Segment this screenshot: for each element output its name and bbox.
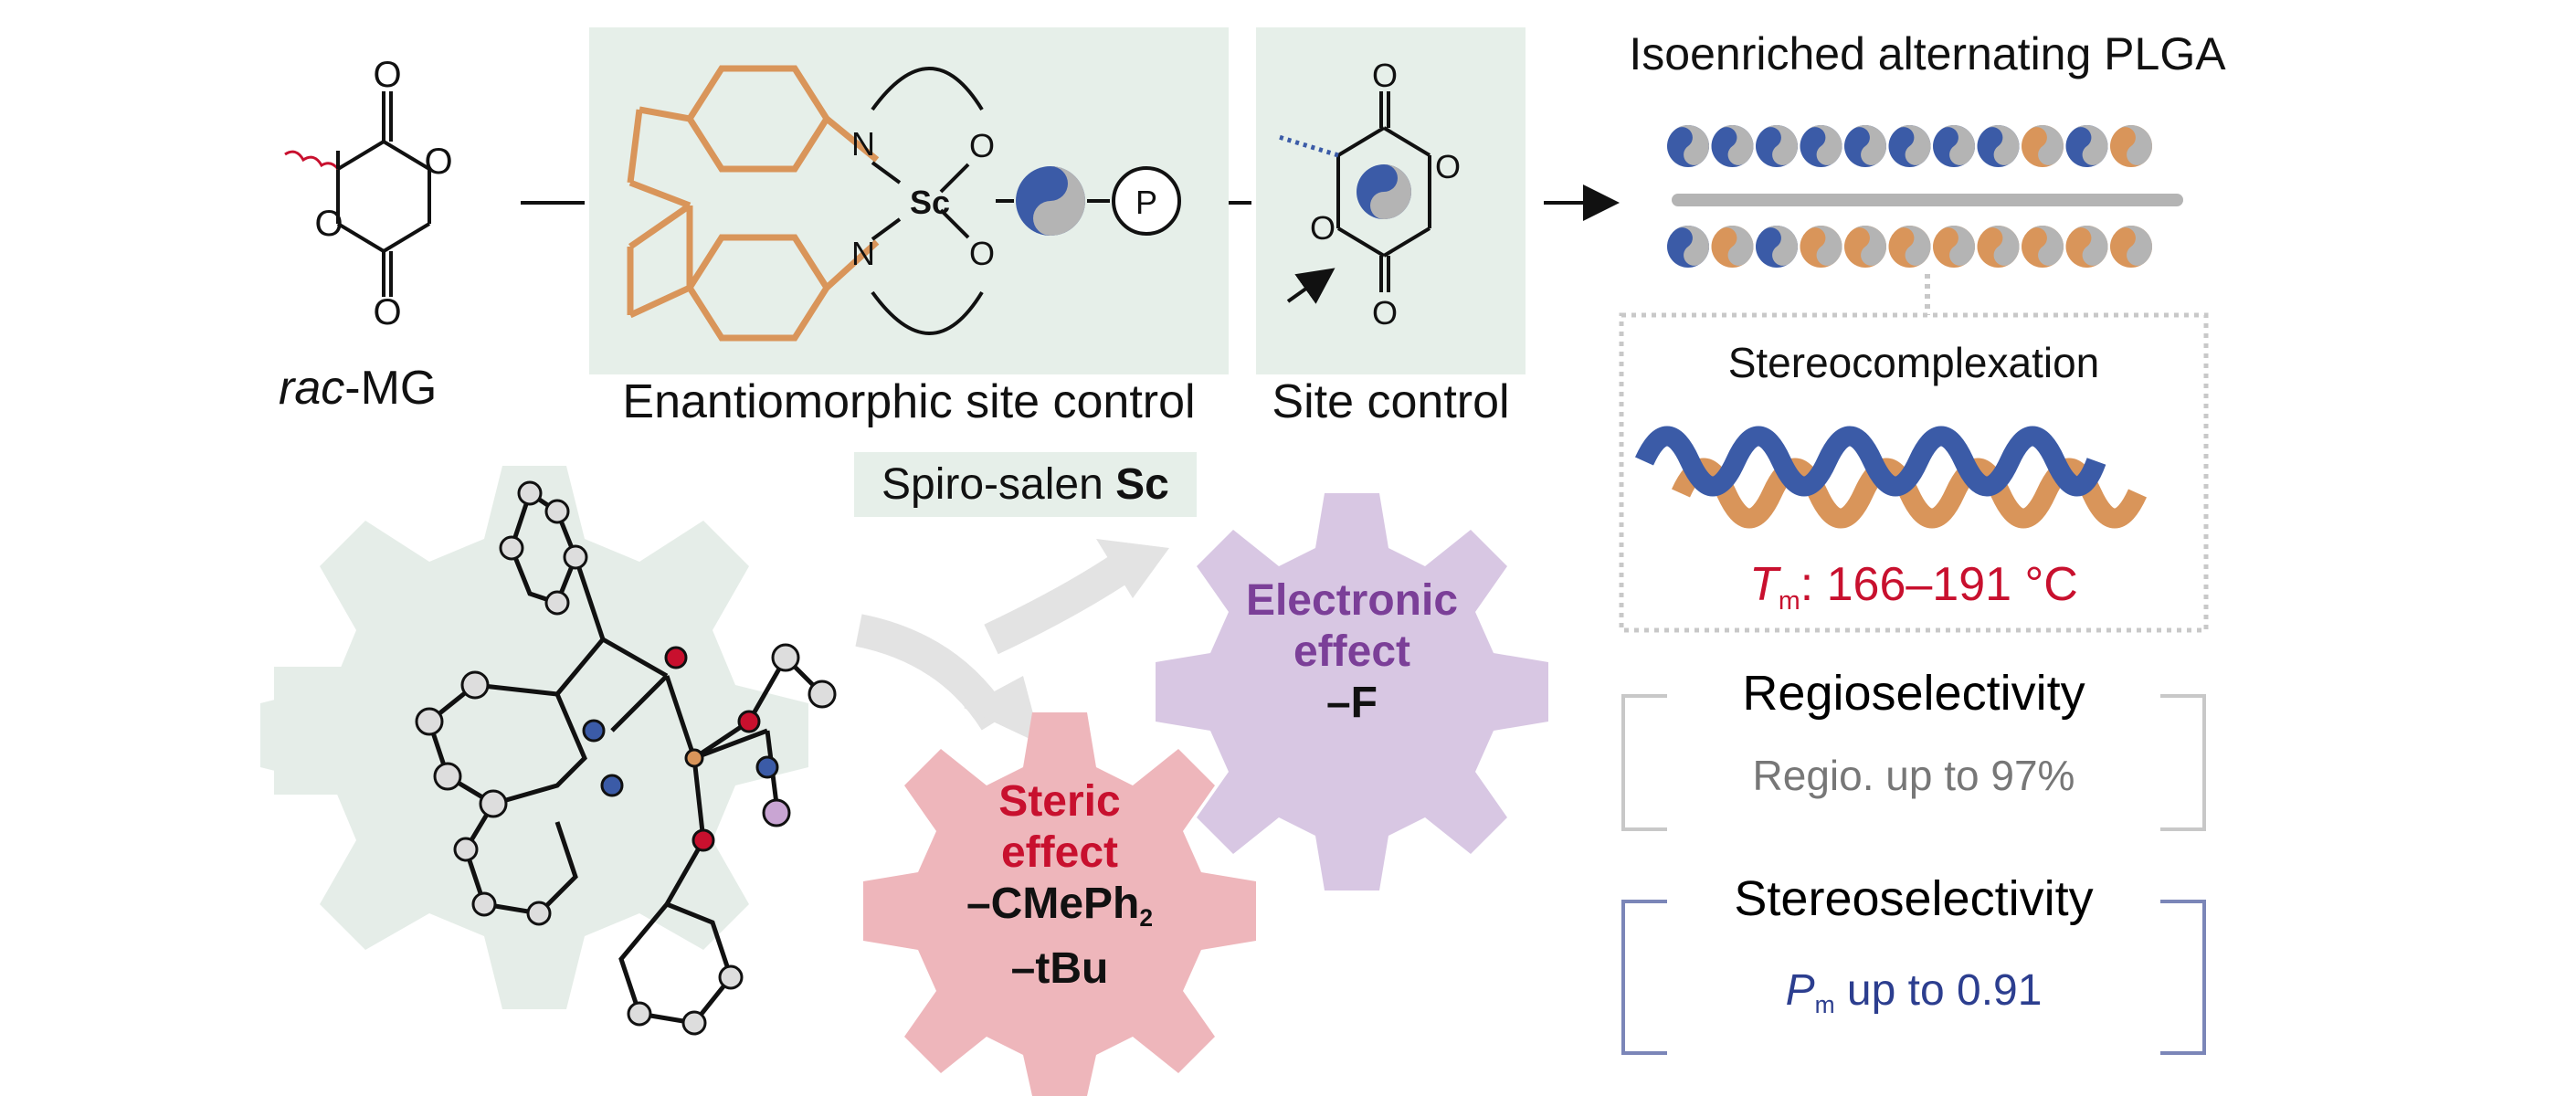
chain2-unit-2-half <box>1720 226 1754 266</box>
pm-sub: m <box>1814 991 1835 1019</box>
regio-title: Regioselectivity <box>1742 666 2085 721</box>
chain1-unit-10-half <box>2075 125 2108 165</box>
site-monomer-structure <box>1286 91 1431 304</box>
chain2-unit-6-half <box>1897 226 1931 266</box>
tm-symbol: T <box>1749 558 1779 611</box>
chain1-unit-5-half <box>1853 125 1886 165</box>
electronic-effect-label: Electronic effect –F <box>1156 575 1548 729</box>
steric-group1: –CMePh <box>966 880 1140 928</box>
pm-symbol: P <box>1785 966 1815 1015</box>
electronic-group: –F <box>1325 679 1378 727</box>
regio-corner-tl <box>1621 694 1667 831</box>
curved-arrow-head-steric <box>964 676 1041 744</box>
chain1-unit-9-half <box>2030 125 2064 165</box>
chain2-unit-8-half <box>1986 226 2020 266</box>
spiro-salen-label: Spiro-salen Sc <box>854 452 1197 517</box>
gear-background-green-left <box>274 667 365 795</box>
regioselectivity-box: Regioselectivity Regio. up to 97% <box>1621 666 2206 831</box>
chain1-unit-3-half <box>1764 125 1798 165</box>
stereo-title: Stereoselectivity <box>1734 871 2094 926</box>
regio-value: Regio. up to 97% <box>1752 752 2075 799</box>
gear-electronic <box>1156 493 1548 890</box>
chain2-unit-7-half <box>1941 226 1975 266</box>
svg-text:O: O <box>1310 209 1336 247</box>
svg-text:O: O <box>1372 294 1398 332</box>
chain2-unit-10-half <box>2075 226 2108 266</box>
chain2-unit-3-half <box>1764 226 1798 266</box>
rac-mg-atoms: O O O O <box>314 55 452 332</box>
product-title: Isoenriched alternating PLGA <box>1629 28 2226 79</box>
stereo-corner-right <box>2160 900 2206 1055</box>
svg-text:O: O <box>1435 148 1461 185</box>
stereo-value: Pm up to 0.91 <box>1621 965 2206 1019</box>
salen-atoms: N N O O Sc <box>851 125 995 272</box>
steric-line2: effect <box>1000 828 1119 877</box>
chain2-unit-5-half <box>1853 226 1886 266</box>
methyl-hash <box>1278 134 1339 158</box>
steric-effect-label: Steric effect –CMePh2 –tBu <box>863 776 1256 995</box>
chain2-unit-9-half <box>2030 226 2064 266</box>
curved-arrow-head-spiro <box>1096 539 1169 598</box>
helix-blue <box>1634 426 2106 497</box>
chain1-unit-6-half <box>1897 125 1931 165</box>
steric-group1-wrap: –CMePh2 <box>863 879 1256 943</box>
chain-separator <box>1672 194 2183 206</box>
salen-ligand <box>871 67 1110 335</box>
stereocomplex-title: Stereocomplexation <box>1727 339 2100 386</box>
rac-mg-structure <box>284 91 431 297</box>
curved-arrow-to-spiro <box>984 553 1133 655</box>
steric-group1-sub: 2 <box>1139 904 1154 933</box>
chain2-unit-1-half <box>1675 226 1709 266</box>
svg-text:O: O <box>969 235 995 272</box>
monomer-label-rest: -MG <box>344 362 438 415</box>
stereocomplex-box <box>1619 312 2209 633</box>
svg-text:O: O <box>373 55 401 95</box>
melting-temperature: Tm: 166–191 °C <box>1621 557 2206 616</box>
monomer-label: rac-MG <box>279 361 437 416</box>
spiro-salen-text: Spiro-salen <box>882 460 1116 509</box>
electronic-line2: effect <box>1293 627 1411 676</box>
tm-value: : 166–191 °C <box>1800 558 2078 611</box>
monomer-label-italic: rac <box>279 362 345 415</box>
tm-sub: m <box>1778 586 1800 616</box>
regio-corner-tr <box>2160 694 2206 831</box>
stereoselectivity-box: Stereoselectivity Pm up to 0.91 <box>1621 871 2206 1055</box>
chain1-unit-11-half <box>2118 125 2152 165</box>
stereo-corner-left <box>1621 900 1667 1055</box>
svg-text:O: O <box>373 292 401 332</box>
svg-text:O: O <box>314 204 343 244</box>
chain1-unit-8-half <box>1986 125 2020 165</box>
chain1-unit-7-half <box>1941 125 1975 165</box>
site-caption: Site control <box>1272 375 1510 428</box>
polymer-chains <box>1667 125 2152 268</box>
site-monomer-atoms: O O O O <box>1310 57 1461 332</box>
chain1-unit-2-half <box>1720 125 1754 165</box>
steric-line1: Steric <box>998 777 1121 826</box>
chain1-unit-1-half <box>1675 125 1709 165</box>
svg-text:N: N <box>851 125 875 163</box>
spiro-backbone <box>627 65 880 342</box>
yin-yang-symbol-site <box>1357 164 1411 219</box>
yin-yang-symbol-catalyst <box>1016 166 1085 236</box>
chain2-unit-4-half <box>1809 226 1842 266</box>
spiro-salen-bold: Sc <box>1115 460 1169 509</box>
catalyst-caption: Enantiomorphic site control <box>622 375 1196 428</box>
polymer-support-circle <box>1112 166 1181 236</box>
steric-group2: –tBu <box>1010 944 1109 994</box>
chain2-unit-11-half <box>2118 226 2152 266</box>
svg-text:Sc: Sc <box>910 184 950 221</box>
svg-text:O: O <box>1372 57 1398 94</box>
polymer-support-label: P <box>1135 184 1157 221</box>
chain1-unit-4-half <box>1809 125 1842 165</box>
gear-steric <box>863 712 1256 1096</box>
svg-text:O: O <box>969 127 995 164</box>
svg-text:O: O <box>424 142 452 182</box>
electronic-line1: Electronic <box>1245 576 1459 625</box>
svg-text:N: N <box>851 235 875 272</box>
pm-rest: up to 0.91 <box>1834 966 2043 1015</box>
